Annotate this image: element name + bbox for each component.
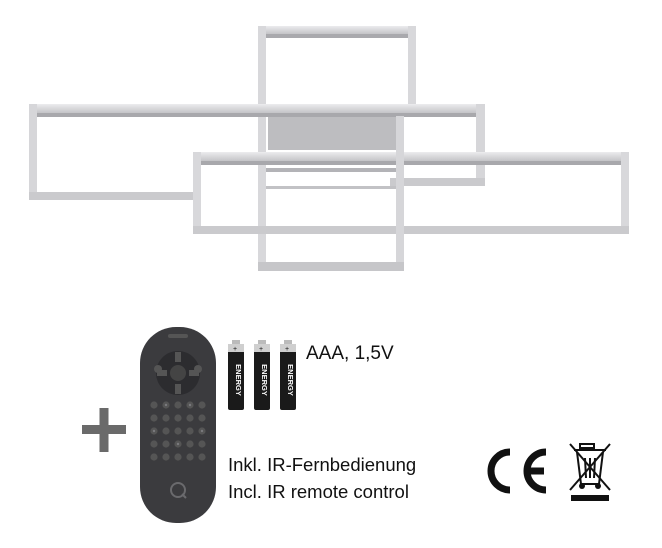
frame-top — [258, 26, 416, 271]
frame-bottom — [258, 116, 404, 271]
frame-left — [29, 104, 485, 200]
remote-included-de-text: Inkl. IR-Fernbedienung — [228, 454, 417, 475]
battery-brand-label: ENERGY — [260, 364, 269, 396]
battery-icon: + — [254, 340, 270, 410]
battery-icon: + — [228, 340, 244, 410]
remote-included-en-text: Incl. IR remote control — [228, 481, 409, 502]
batteries-image: + + + ENERGY ENERGY ENERGY — [228, 340, 296, 410]
battery-spec-text: AAA, 1,5V — [306, 343, 394, 364]
frame-right — [193, 152, 629, 234]
remote-control-icon — [140, 327, 216, 523]
svg-text:+: + — [285, 346, 289, 353]
plus-icon — [82, 408, 126, 452]
battery-brand-label: ENERGY — [234, 364, 243, 396]
ce-mark-icon — [487, 448, 547, 494]
weee-crossed-bin-icon — [569, 443, 611, 501]
mounting-plate — [268, 112, 403, 150]
svg-text:+: + — [259, 346, 263, 353]
svg-text:+: + — [233, 346, 237, 353]
battery-icon: + — [280, 340, 296, 410]
battery-brand-label: ENERGY — [286, 364, 295, 396]
ceiling-lamp-image — [29, 26, 629, 271]
